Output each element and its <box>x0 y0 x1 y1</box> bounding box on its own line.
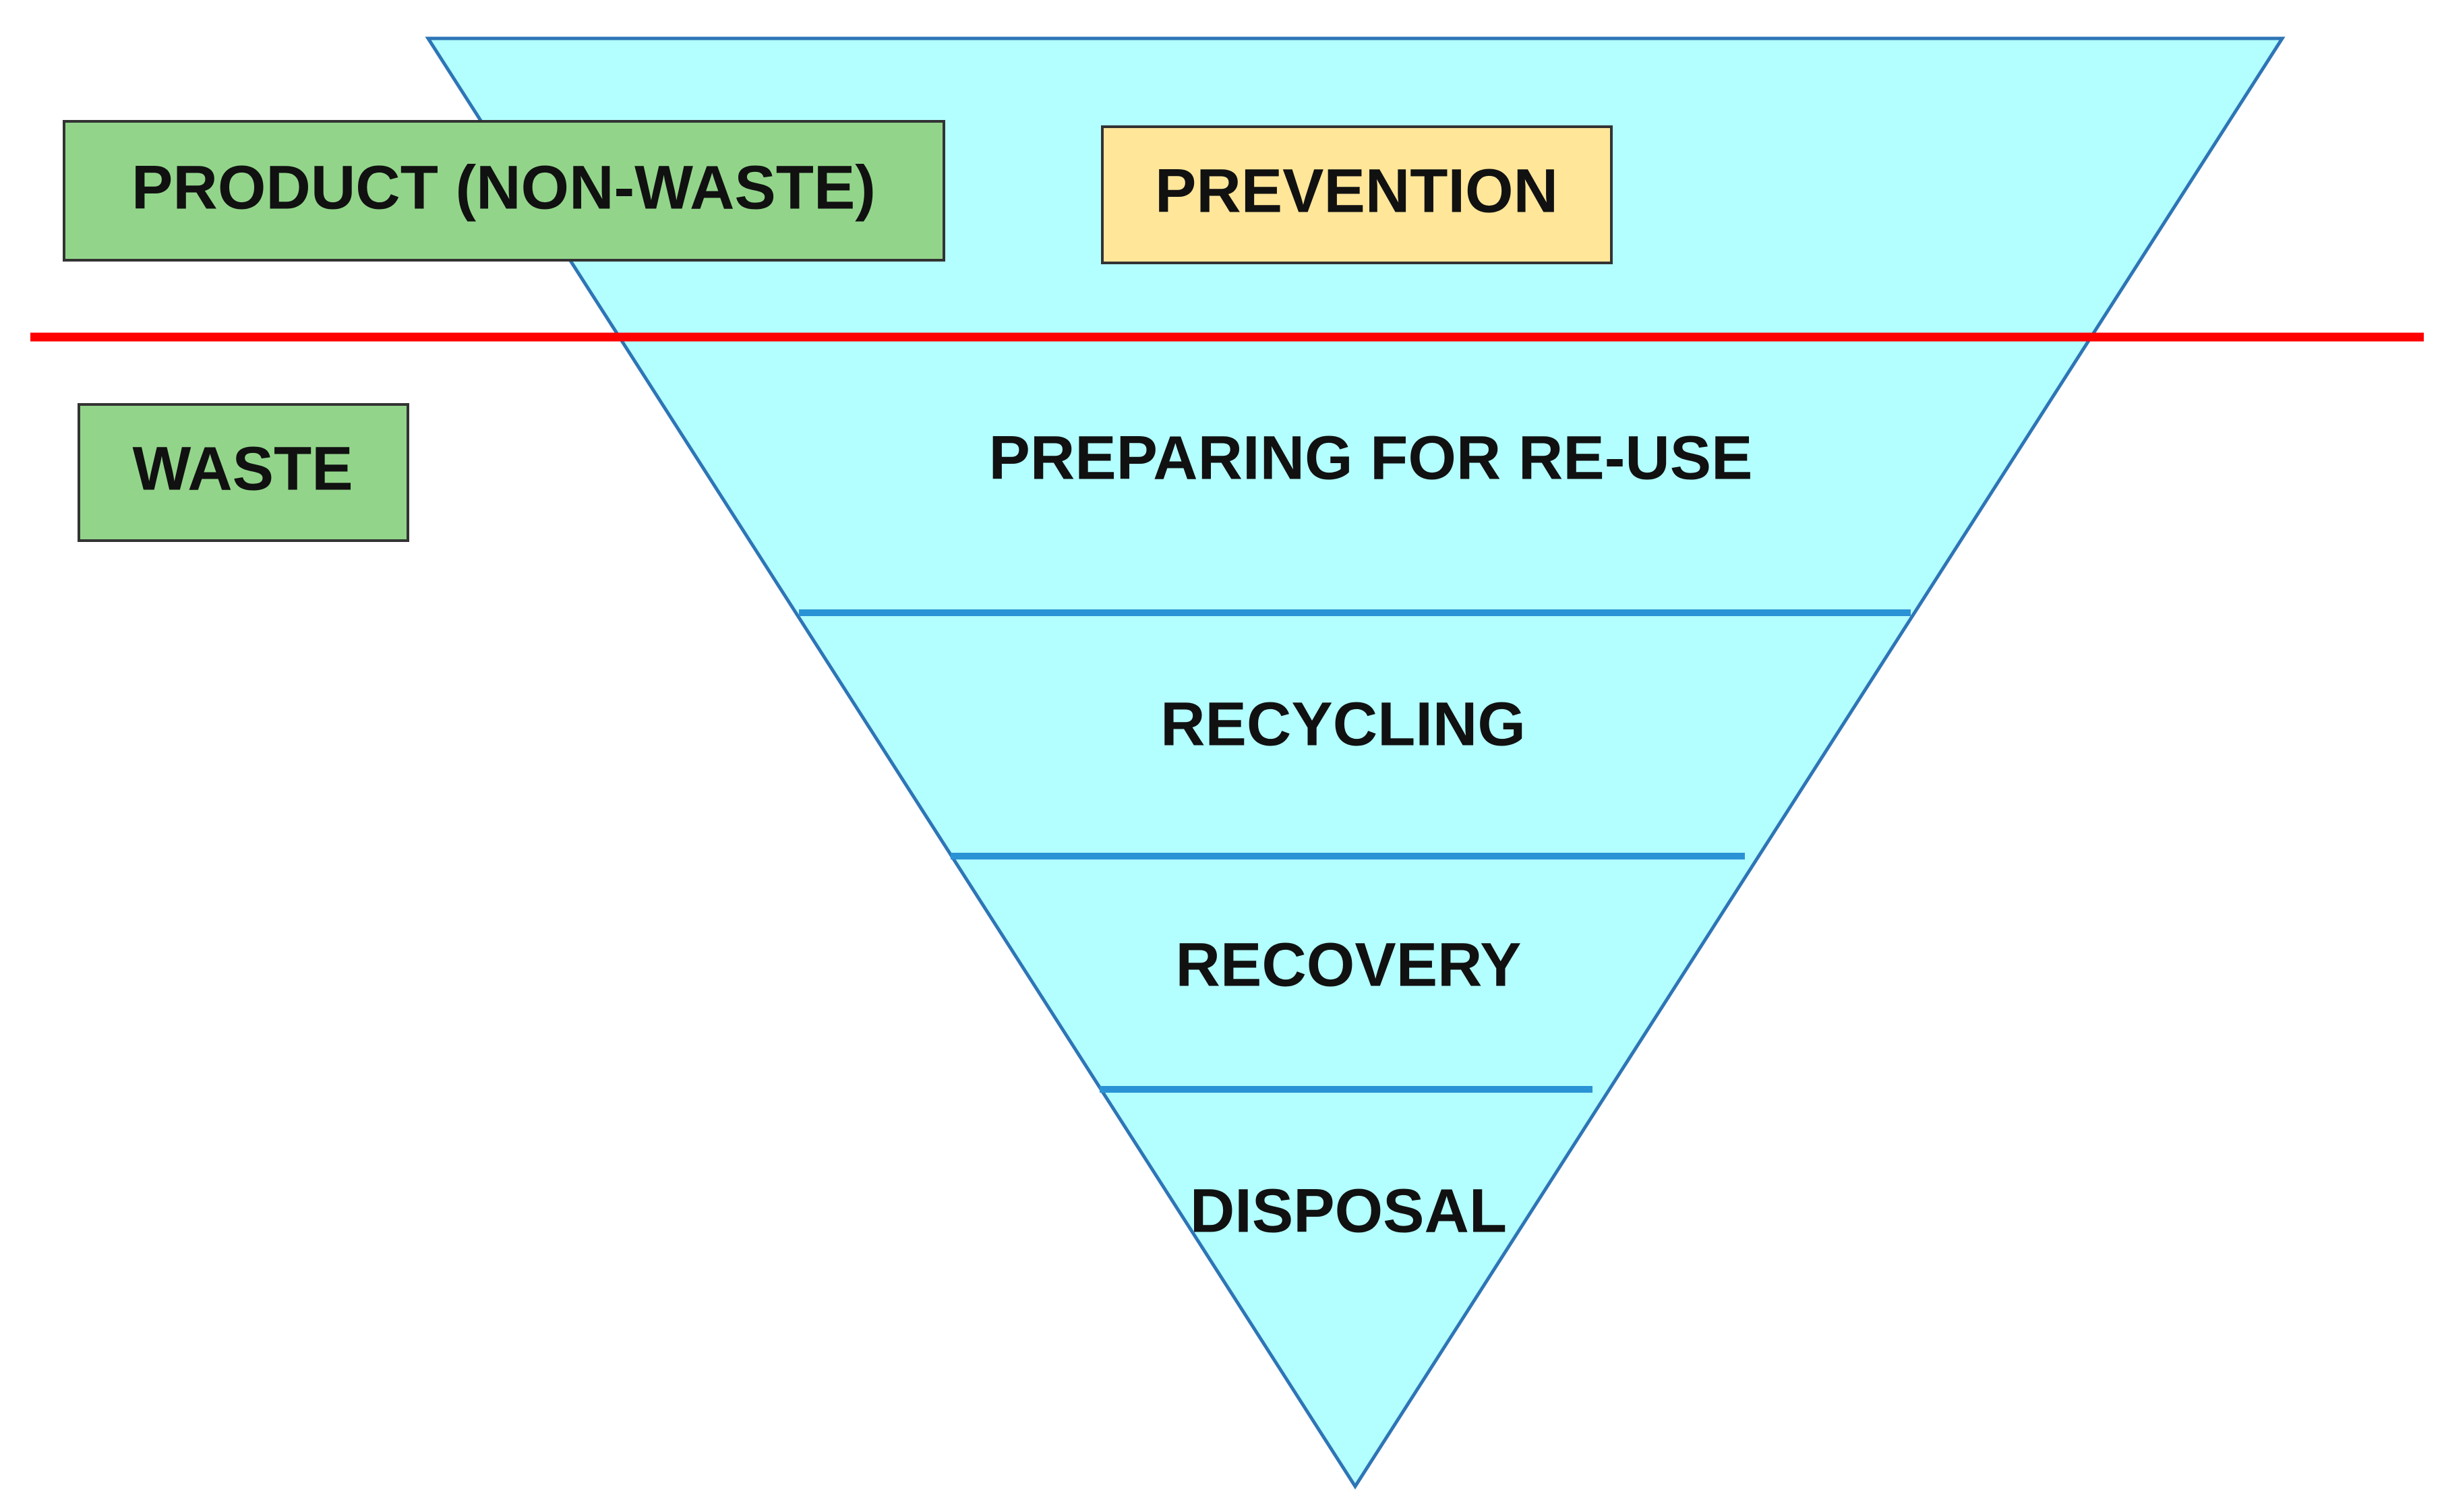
waste-box <box>78 403 409 542</box>
level-disposal: DISPOSAL <box>1190 1176 1507 1245</box>
waste-label: WASTE <box>132 434 353 503</box>
prevention-label: PREVENTION <box>1155 156 1558 225</box>
level-recovery: RECOVERY <box>1176 930 1522 999</box>
level-recycling: RECYCLING <box>1160 690 1526 758</box>
prevention-box <box>1101 125 1613 264</box>
product-non-waste-label: PRODUCT (NON-WASTE) <box>131 153 876 222</box>
inverted-triangle <box>425 36 2286 1490</box>
product-non-waste-box <box>63 120 945 262</box>
level-preparing-for-reuse: PREPARING FOR RE-USE <box>988 423 1752 492</box>
